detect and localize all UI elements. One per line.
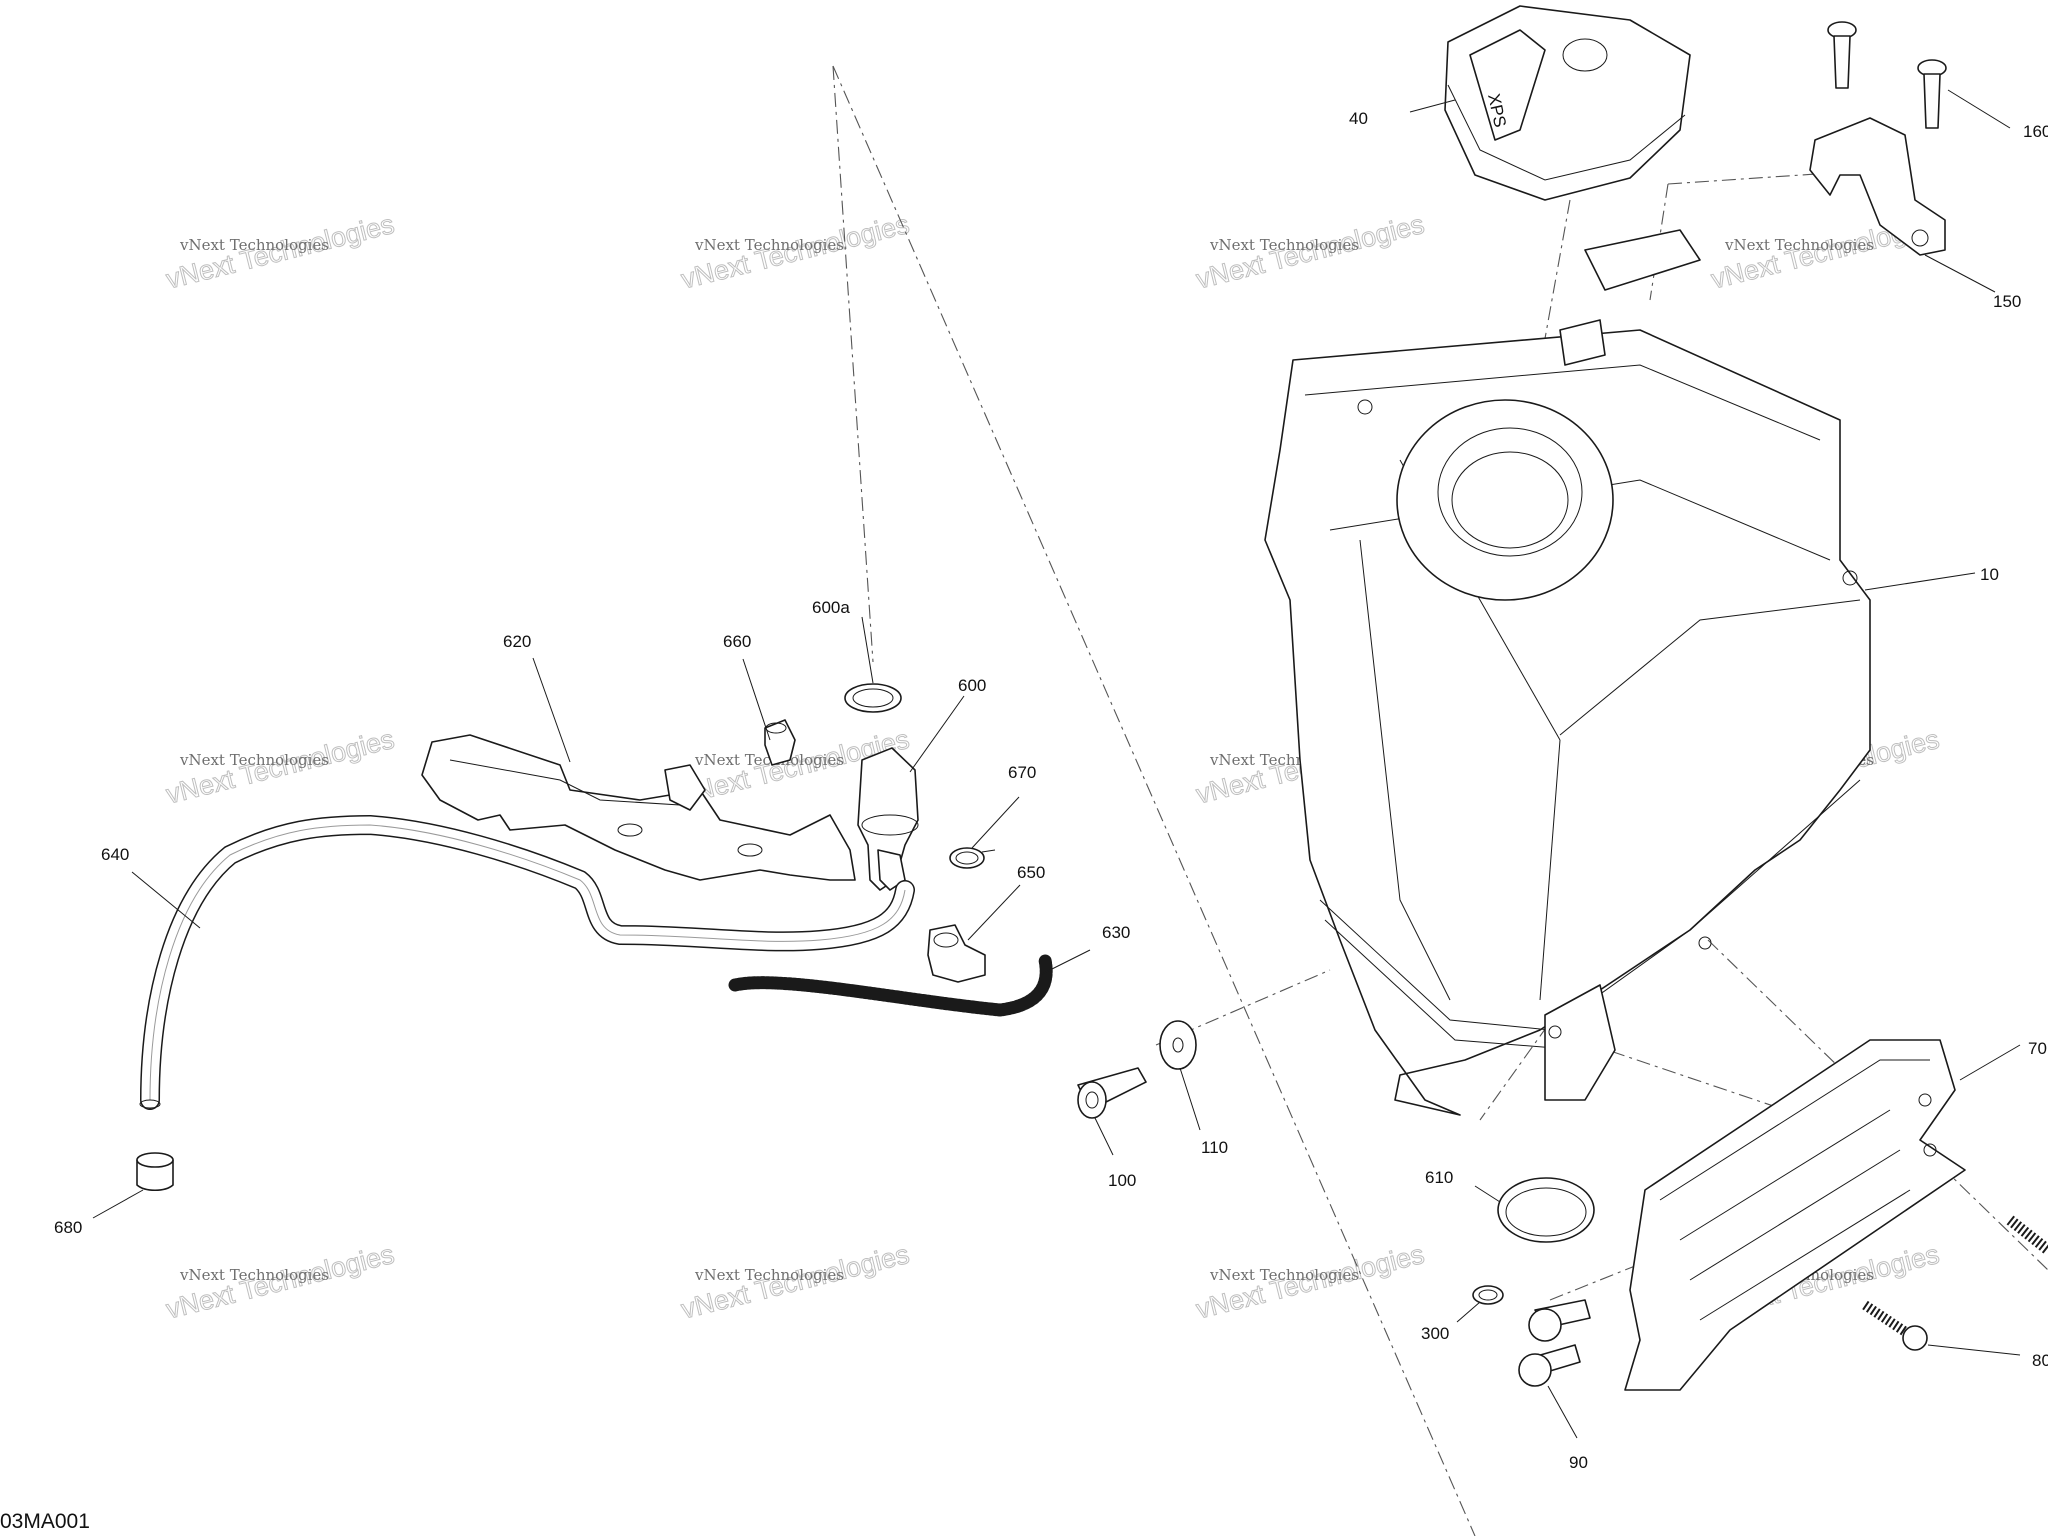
skid-plate xyxy=(1624,1039,1966,1391)
callout-10: 10 xyxy=(1980,565,1999,584)
watermark: vNext Technologies vNext Technologies xyxy=(163,1238,398,1325)
svg-text:vNext Technologies: vNext Technologies xyxy=(694,751,844,769)
leader-lines xyxy=(92,89,2021,1439)
callout-620: 620 xyxy=(503,632,531,651)
svg-text:vNext Technologies: vNext Technologies xyxy=(694,1266,844,1284)
flange-bolt-upper xyxy=(1528,1299,1591,1342)
watermark: vNext Technologies vNext Technologies xyxy=(678,208,913,295)
svg-text:vNext Technologies: vNext Technologies xyxy=(179,236,329,254)
hose-clamp-680 xyxy=(136,1152,174,1192)
watermark: vNext Technologies vNext Technologies xyxy=(1193,208,1428,295)
callout-110: 110 xyxy=(1201,1138,1228,1157)
callout-600: 600 xyxy=(958,676,986,695)
anti-kink-spring xyxy=(728,953,1053,1017)
vent-hose xyxy=(139,814,915,1110)
hose-clamp-610 xyxy=(1497,1177,1595,1243)
callout-160: 160 xyxy=(2023,122,2048,141)
o-ring xyxy=(844,683,902,713)
svg-text:vNext Technologies: vNext Technologies xyxy=(179,1266,329,1284)
hose-bracket xyxy=(421,734,856,881)
skid-plate-screw-lower xyxy=(1862,1300,1928,1351)
callout-630: 630 xyxy=(1102,923,1130,942)
flange-bolt-lower xyxy=(1518,1344,1581,1387)
rollover-valve xyxy=(857,747,919,891)
callout-670: 670 xyxy=(1008,763,1036,782)
callout-600a: 600a xyxy=(812,598,850,617)
callout-90: 90 xyxy=(1569,1453,1588,1472)
callout-150: 150 xyxy=(1993,292,2021,311)
drawing-code: 03MA001 xyxy=(0,1510,90,1533)
callout-640: 640 xyxy=(101,845,129,864)
svg-text:vNext Technologies: vNext Technologies xyxy=(179,751,329,769)
watermark: vNext Technologies vNext Technologies xyxy=(678,1238,913,1325)
vent-fitting xyxy=(764,719,796,766)
callout-100: 100 xyxy=(1108,1171,1136,1190)
callout-70: 70 xyxy=(2028,1039,2047,1058)
watermark: vNext Technologies vNext Technologies xyxy=(163,208,398,295)
svg-text:vNext Technologies: vNext Technologies xyxy=(1209,236,1359,254)
callout-300: 300 xyxy=(1421,1324,1449,1343)
spring-clip-300 xyxy=(1472,1285,1504,1305)
screw-upper-right xyxy=(1917,59,1947,129)
hose-clamp-670 xyxy=(949,847,996,869)
clamp-bracket xyxy=(1809,117,1946,256)
skid-plate-screw-right xyxy=(2006,1215,2048,1255)
hose-clamp-650 xyxy=(927,924,986,983)
bolt-100 xyxy=(1077,1067,1147,1119)
watermark: vNext Technologies vNext Technologies xyxy=(1193,1238,1428,1325)
screw-upper-left xyxy=(1827,21,1857,89)
svg-text:vNext Technologies: vNext Technologies xyxy=(694,236,844,254)
callout-40: 40 xyxy=(1349,109,1368,128)
fuel-cap: XPS xyxy=(1444,5,1691,201)
callout-650: 650 xyxy=(1017,863,1045,882)
callout-labels: 10 40 150 160 600a 600 620 630 640 650 6… xyxy=(54,109,2048,1472)
callout-610: 610 xyxy=(1425,1168,1453,1187)
watermark: vNext Technologies vNext Technologies xyxy=(163,723,398,810)
svg-text:vNext Technologies: vNext Technologies xyxy=(1209,1266,1359,1284)
svg-text:vNext Technologies: vNext Technologies xyxy=(1724,236,1874,254)
washer-110 xyxy=(1159,1020,1197,1070)
callout-680: 680 xyxy=(54,1218,82,1237)
fuel-tank xyxy=(1264,229,1871,1116)
callout-80: 80 xyxy=(2032,1351,2048,1370)
callout-660: 660 xyxy=(723,632,751,651)
